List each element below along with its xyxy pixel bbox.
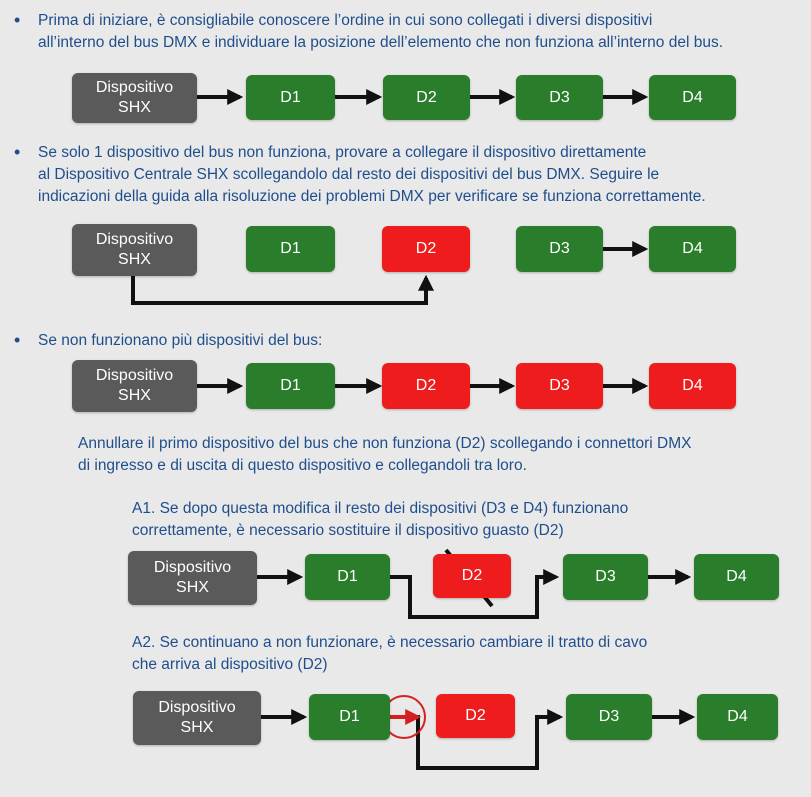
device-d1-row3: D1 <box>246 363 335 409</box>
device-d3-row1: D3 <box>516 75 603 120</box>
device-d2-a2: D2 <box>436 694 515 738</box>
device-d2-row1: D2 <box>383 75 470 120</box>
device-d1-a1: D1 <box>305 554 390 600</box>
device-d4-row2: D4 <box>649 226 736 272</box>
device-shx-a1: Dispositivo SHX <box>128 551 257 605</box>
section3-note: Annullare il primo dispositivo del bus c… <box>78 435 692 474</box>
device-shx-row1: Dispositivo SHX <box>72 73 197 123</box>
a1-text: A1. Se dopo questa modifica il resto dei… <box>132 500 629 539</box>
device-d1-row1: D1 <box>246 75 335 120</box>
bypass-shx-to-d2 <box>131 274 434 305</box>
device-d2-row2: D2 <box>382 226 470 272</box>
device-d3-a1: D3 <box>563 554 648 600</box>
device-d3-row3: D3 <box>516 363 603 409</box>
device-d2-row3: D2 <box>382 363 470 409</box>
device-d4-row3: D4 <box>649 363 736 409</box>
bullet-2: • <box>14 142 21 162</box>
device-shx-row3: Dispositivo SHX <box>72 360 197 412</box>
section1-text: Prima di iniziare, è consigliabile conos… <box>38 12 724 51</box>
device-shx-a2: Dispositivo SHX <box>133 691 261 745</box>
device-d2-a1: D2 <box>433 554 511 598</box>
device-d3-a2: D3 <box>566 694 652 740</box>
bullet-1: • <box>14 10 21 30</box>
device-d4-a2: D4 <box>697 694 778 740</box>
section3-text: Se non funzionano più dispositivi del bu… <box>38 332 323 349</box>
a2-text: A2. Se continuano a non funzionare, è ne… <box>132 634 648 673</box>
device-d1-row2: D1 <box>246 226 335 272</box>
device-d4-a1: D4 <box>694 554 779 600</box>
device-d3-row2: D3 <box>516 226 603 272</box>
device-d4-row1: D4 <box>649 75 736 120</box>
bullet-3: • <box>14 330 21 350</box>
section2-text: Se solo 1 dispositivo del bus non funzio… <box>38 144 706 205</box>
bypass-d1-d3-a1 <box>390 569 560 619</box>
device-shx-row2: Dispositivo SHX <box>72 224 197 276</box>
device-d1-a2: D1 <box>309 694 390 740</box>
